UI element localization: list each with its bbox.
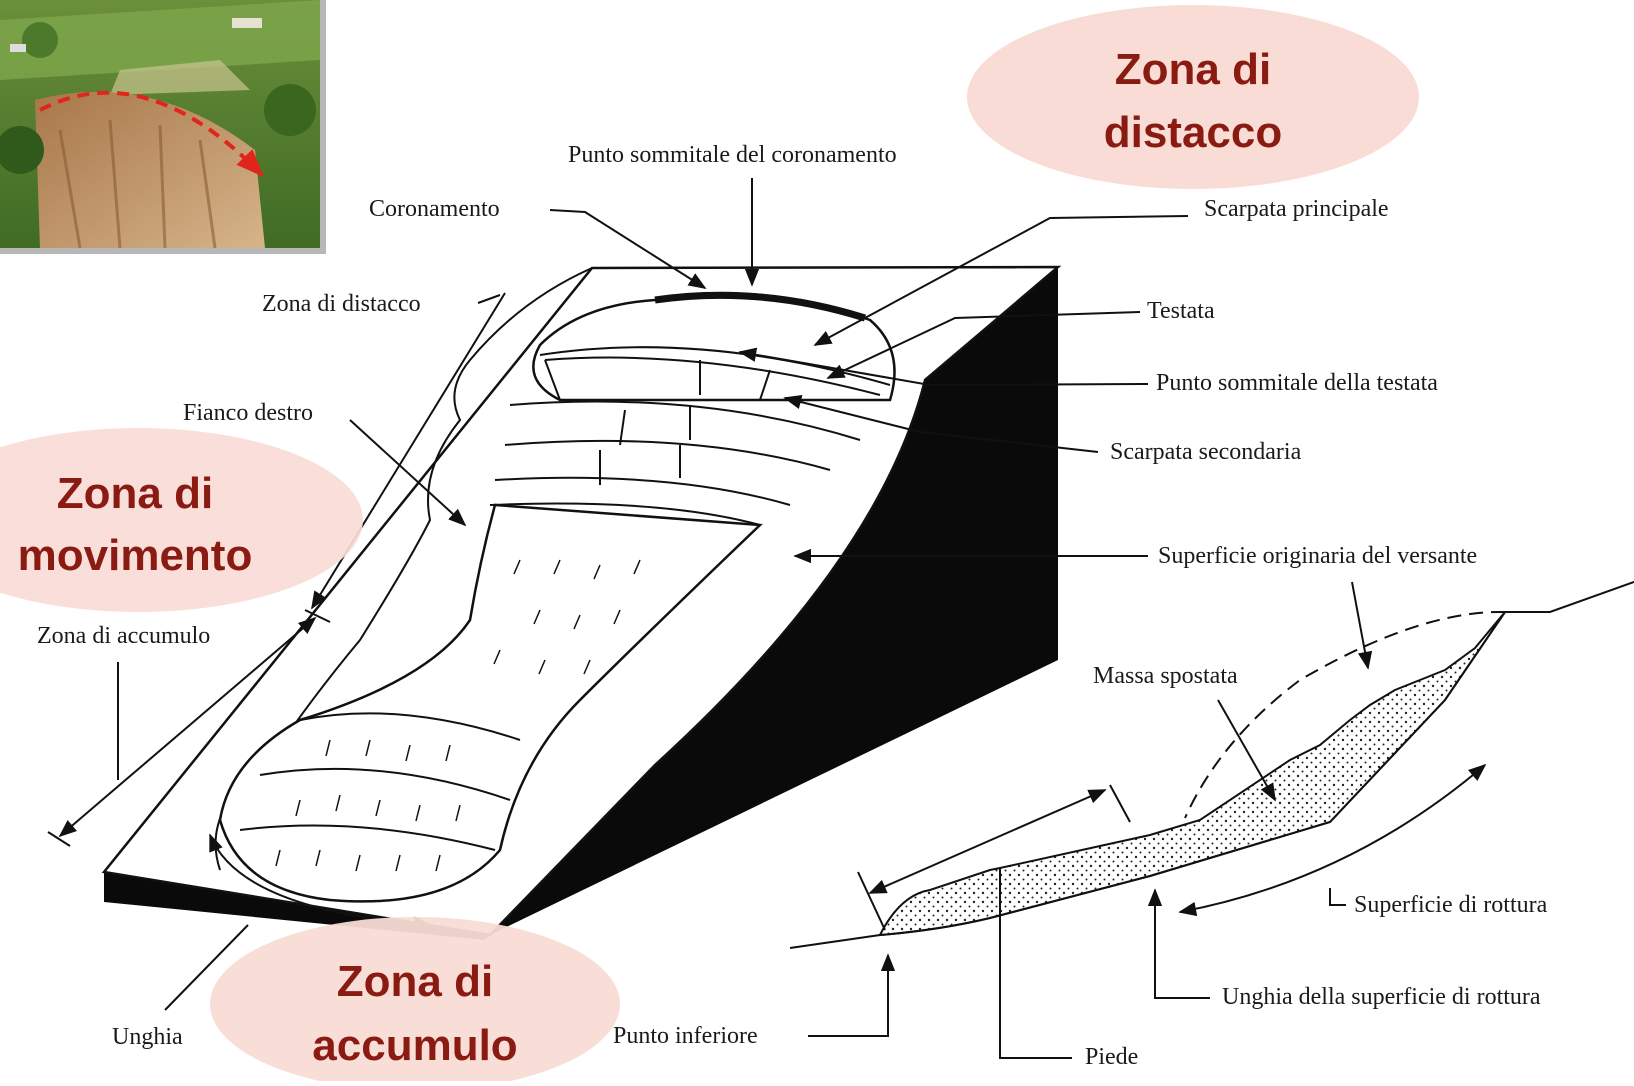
block-diagram — [104, 267, 1058, 940]
label-fianco-destro: Fianco destro — [183, 400, 313, 426]
zone-accumulo-bubble: Zona di accumulo — [210, 917, 620, 1081]
zone-distacco-bubble: Zona di distacco — [967, 5, 1419, 189]
label-punto-inferiore: Punto inferiore — [613, 1023, 758, 1049]
zone-distacco-line1: Zona di — [1115, 45, 1271, 94]
zone-distacco-line2: distacco — [1104, 108, 1283, 157]
zone-accumulo-line2: accumulo — [312, 1021, 517, 1070]
landslide-photo — [0, 0, 326, 254]
label-coronamento: Coronamento — [369, 196, 500, 222]
zone-movimento-bubble: Zona di movimento — [0, 428, 363, 612]
label-unghia-superficie-rottura: Unghia della superficie di rottura — [1222, 984, 1541, 1010]
label-massa-spostata: Massa spostata — [1093, 663, 1238, 689]
label-zona-di-accumulo: Zona di accumulo — [37, 623, 210, 649]
label-zona-di-distacco: Zona di distacco — [262, 291, 421, 317]
zone-accumulo-line1: Zona di — [337, 957, 493, 1006]
label-piede: Piede — [1085, 1044, 1138, 1070]
label-unghia: Unghia — [112, 1024, 183, 1050]
label-superficie-originaria: Superficie originaria del versante — [1158, 543, 1477, 569]
label-testata: Testata — [1147, 298, 1215, 324]
label-superficie-di-rottura: Superficie di rottura — [1354, 892, 1548, 918]
label-punto-sommitale-testata: Punto sommitale della testata — [1156, 370, 1438, 396]
label-scarpata-principale: Scarpata principale — [1204, 196, 1389, 222]
label-scarpata-secondaria: Scarpata secondaria — [1110, 439, 1302, 465]
label-punto-sommitale-coronamento: Punto sommitale del coronamento — [568, 142, 897, 168]
zone-movimento-line1: Zona di — [57, 469, 213, 518]
zone-movimento-line2: movimento — [18, 531, 253, 580]
